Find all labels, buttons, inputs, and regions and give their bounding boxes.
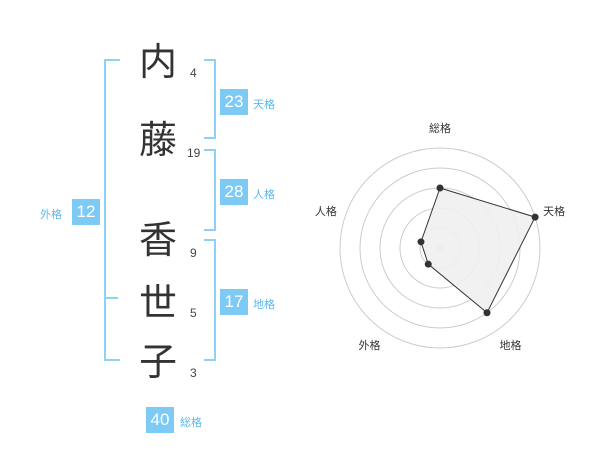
surname-char-2: 藤: [138, 118, 177, 162]
radar-point-3: [483, 309, 491, 317]
jinkaku-badge: 28: [220, 179, 248, 205]
surname-char-1: 内: [138, 40, 177, 84]
radar-point-1: [436, 184, 444, 192]
tenkaku-bracket: [204, 59, 216, 139]
chikaku-label: 地格: [253, 298, 275, 311]
gaikaku-badge: 12: [72, 199, 100, 225]
gaikaku-bracket-divider: [104, 297, 118, 299]
radar-axis-label-5: 人格: [315, 204, 337, 218]
radar-axis-label-1: 総格: [429, 121, 451, 135]
radar-axis-label-4: 外格: [358, 338, 380, 352]
given-char-3-strokes: 3: [190, 366, 197, 380]
radar-polygon: [420, 187, 536, 314]
gaikaku-label: 外格: [40, 208, 62, 221]
gaikaku-bracket: [104, 59, 120, 361]
given-char-1: 香: [138, 218, 177, 262]
soukaku-label: 総格: [180, 416, 202, 429]
radar-point-4: [424, 260, 432, 268]
given-char-2: 世: [138, 281, 177, 325]
given-char-1-strokes: 9: [190, 246, 197, 260]
chikaku-bracket: [204, 239, 216, 361]
radar-point-5: [417, 238, 425, 246]
given-char-2-strokes: 5: [190, 306, 197, 320]
given-char-3: 子: [138, 340, 177, 384]
jinkaku-label: 人格: [253, 188, 275, 201]
surname-char-2-strokes: 19: [187, 146, 201, 160]
jinkaku-bracket: [204, 149, 216, 231]
chikaku-badge: 17: [220, 289, 248, 315]
surname-char-1-strokes: 4: [190, 66, 197, 80]
tenkaku-badge: 23: [220, 89, 248, 115]
radar-axis-label-2: 天格: [543, 204, 565, 218]
soukaku-badge: 40: [146, 407, 174, 433]
radar-ring-5: [339, 147, 541, 349]
radar-point-2: [531, 213, 539, 221]
tenkaku-label: 天格: [253, 98, 275, 111]
radar-shape: [417, 184, 539, 317]
radar-axis-label-3: 地格: [500, 338, 522, 352]
